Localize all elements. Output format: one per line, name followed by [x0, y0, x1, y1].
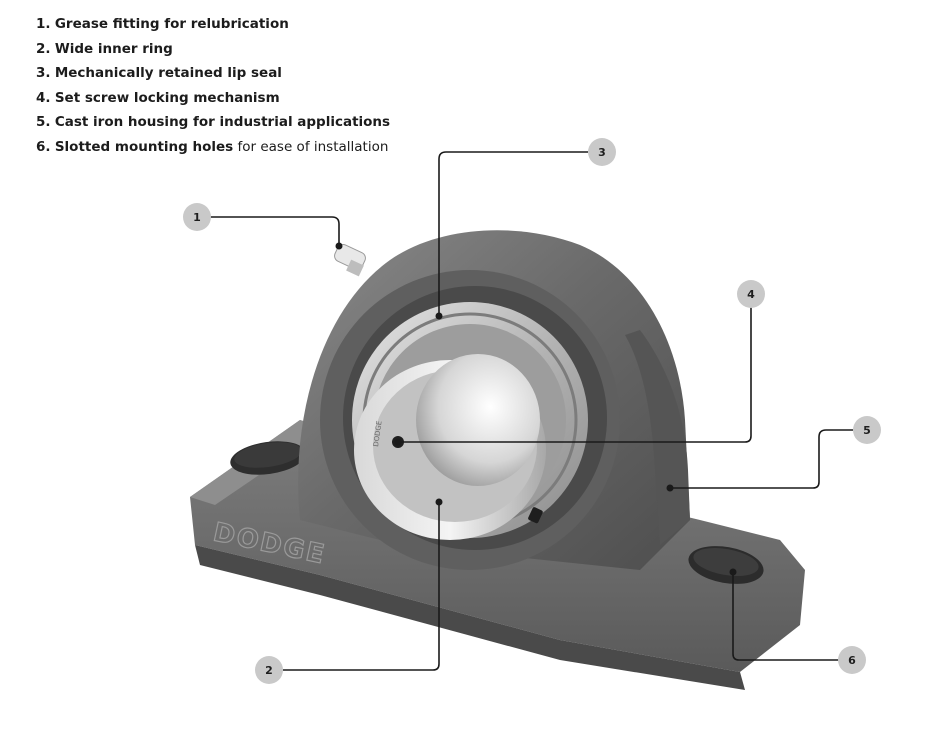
- leader-lines: [210, 151, 853, 671]
- svg-text:2: 2: [265, 664, 273, 677]
- svg-text:4: 4: [747, 288, 755, 301]
- shaft-bore: [416, 354, 540, 486]
- callout-3: 3: [588, 138, 616, 166]
- svg-text:5: 5: [863, 424, 871, 437]
- leader-line-3: [438, 151, 588, 316]
- callout-4: 4: [737, 280, 765, 308]
- right-mounting-hole: [688, 546, 764, 584]
- legend-item-1: 1. Grease fitting for relubrication: [36, 16, 289, 32]
- svg-text:3: 3: [598, 146, 606, 159]
- grease-fitting: [334, 243, 366, 277]
- leader-line-2: [283, 502, 440, 671]
- leader-line-1: [210, 216, 340, 246]
- legend-item-4: 4. Set screw locking mechanism: [36, 89, 280, 106]
- legend-item-2: 2. Wide inner ring: [36, 40, 173, 57]
- callout-6: 6: [838, 646, 866, 674]
- left-mounting-hole: [230, 441, 306, 475]
- legend-item-3: 3. Mechanically retained lip seal: [36, 65, 282, 82]
- legend-item-5: 5. Cast iron housing for industrial appl…: [36, 114, 391, 131]
- leader-line-6: [732, 572, 839, 661]
- ring-mark: DODGE: [372, 420, 384, 447]
- leader-line-5: [670, 429, 853, 489]
- leader-endpoints: [335, 242, 737, 576]
- callout-5: 5: [853, 416, 881, 444]
- callout-2: 2: [255, 656, 283, 684]
- legend-item-6: 6. Slotted mounting holes for ease of in…: [36, 138, 389, 155]
- set-screw-right: [528, 507, 543, 524]
- svg-text:1: 1: [193, 211, 201, 224]
- svg-text:6: 6: [848, 654, 856, 667]
- callout-1: 1: [183, 203, 211, 231]
- feature-legend: 1. Grease fitting for relubrication 2. W…: [36, 12, 390, 160]
- leader-line-4: [398, 307, 752, 443]
